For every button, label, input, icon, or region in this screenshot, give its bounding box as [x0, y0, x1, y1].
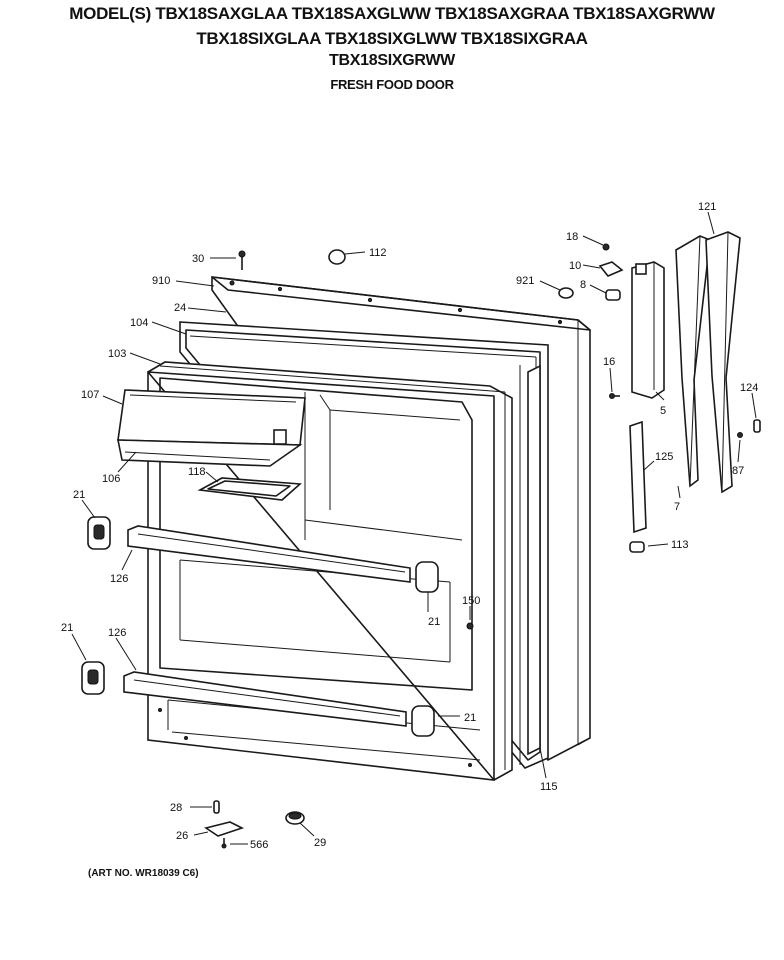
screw-87	[737, 432, 743, 438]
bushing-8	[605, 289, 621, 301]
door-shelf-lower	[123, 671, 407, 727]
screw-30	[238, 250, 246, 270]
shelf-end-cap-right-upper	[415, 561, 439, 593]
cap-113	[629, 541, 645, 553]
art-number: (ART NO. WR18039 C6)	[88, 868, 199, 879]
screw-566	[221, 838, 227, 849]
callout-21d: 21	[464, 712, 476, 724]
callout-104: 104	[130, 317, 148, 329]
door-shelf-upper	[127, 525, 411, 583]
callout-labels: 30 112 910 24 104 103 107 106 118 21 126…	[61, 201, 758, 851]
model-list-line-1: MODEL(S) TBX18SAXGLAA TBX18SAXGLWW TBX18…	[69, 4, 715, 23]
shelf-end-cap-left-lower	[81, 661, 105, 695]
shelf-end-cap-left-upper	[87, 516, 111, 550]
bracket-10	[598, 261, 624, 277]
callout-150: 150	[462, 595, 480, 607]
callout-21c: 21	[61, 622, 73, 634]
callout-113: 113	[671, 539, 689, 551]
callout-30: 30	[192, 253, 204, 265]
screw-16	[609, 393, 620, 399]
callout-121: 121	[698, 201, 716, 213]
callout-126a: 126	[110, 573, 128, 585]
plate-26	[204, 821, 245, 837]
callout-107: 107	[81, 389, 99, 401]
callout-115: 115	[540, 781, 558, 793]
screw-18	[602, 243, 610, 251]
callout-24: 24	[174, 302, 186, 314]
callout-26: 26	[176, 830, 188, 842]
handle-121	[675, 231, 741, 494]
leader-lines	[71, 211, 757, 845]
callout-124: 124	[740, 382, 758, 394]
diagram-title: FRESH FOOD DOOR	[330, 77, 454, 92]
callout-566: 566	[250, 839, 268, 851]
callout-16: 16	[603, 356, 615, 368]
callout-21a: 21	[73, 489, 85, 501]
callout-910: 910	[152, 275, 170, 287]
callout-10: 10	[569, 260, 581, 272]
screw-150	[466, 622, 474, 630]
callout-106: 106	[102, 473, 120, 485]
plug-29	[285, 811, 305, 825]
callout-21b: 21	[428, 616, 440, 628]
shelf-end-cap-right-lower	[411, 705, 435, 737]
callout-18: 18	[566, 231, 578, 243]
hinge-bracket-5	[631, 261, 665, 399]
screw-124	[753, 419, 761, 433]
cap-921	[558, 287, 574, 299]
model-list-line-3: TBX18SIXGRWW	[329, 52, 455, 69]
dairy-compartment	[117, 389, 306, 467]
callout-87: 87	[732, 465, 744, 477]
callout-5: 5	[660, 405, 666, 417]
door-strip	[527, 364, 541, 756]
callout-118: 118	[188, 466, 206, 478]
model-list-line-2: TBX18SIXGLAA TBX18SIXGLWW TBX18SIXGRAA	[196, 29, 588, 48]
callout-125: 125	[655, 451, 673, 463]
clip-28	[213, 800, 220, 814]
callout-29: 29	[314, 837, 326, 849]
callout-112: 112	[369, 247, 387, 259]
trim-strip-125	[629, 420, 647, 534]
egg-tray	[197, 477, 302, 501]
callout-8: 8	[580, 279, 586, 291]
callout-126b: 126	[108, 627, 126, 639]
callout-7: 7	[674, 501, 680, 513]
callout-921: 921	[516, 275, 534, 287]
plug-112	[328, 249, 346, 265]
callout-103: 103	[108, 348, 126, 360]
callout-28: 28	[170, 802, 182, 814]
